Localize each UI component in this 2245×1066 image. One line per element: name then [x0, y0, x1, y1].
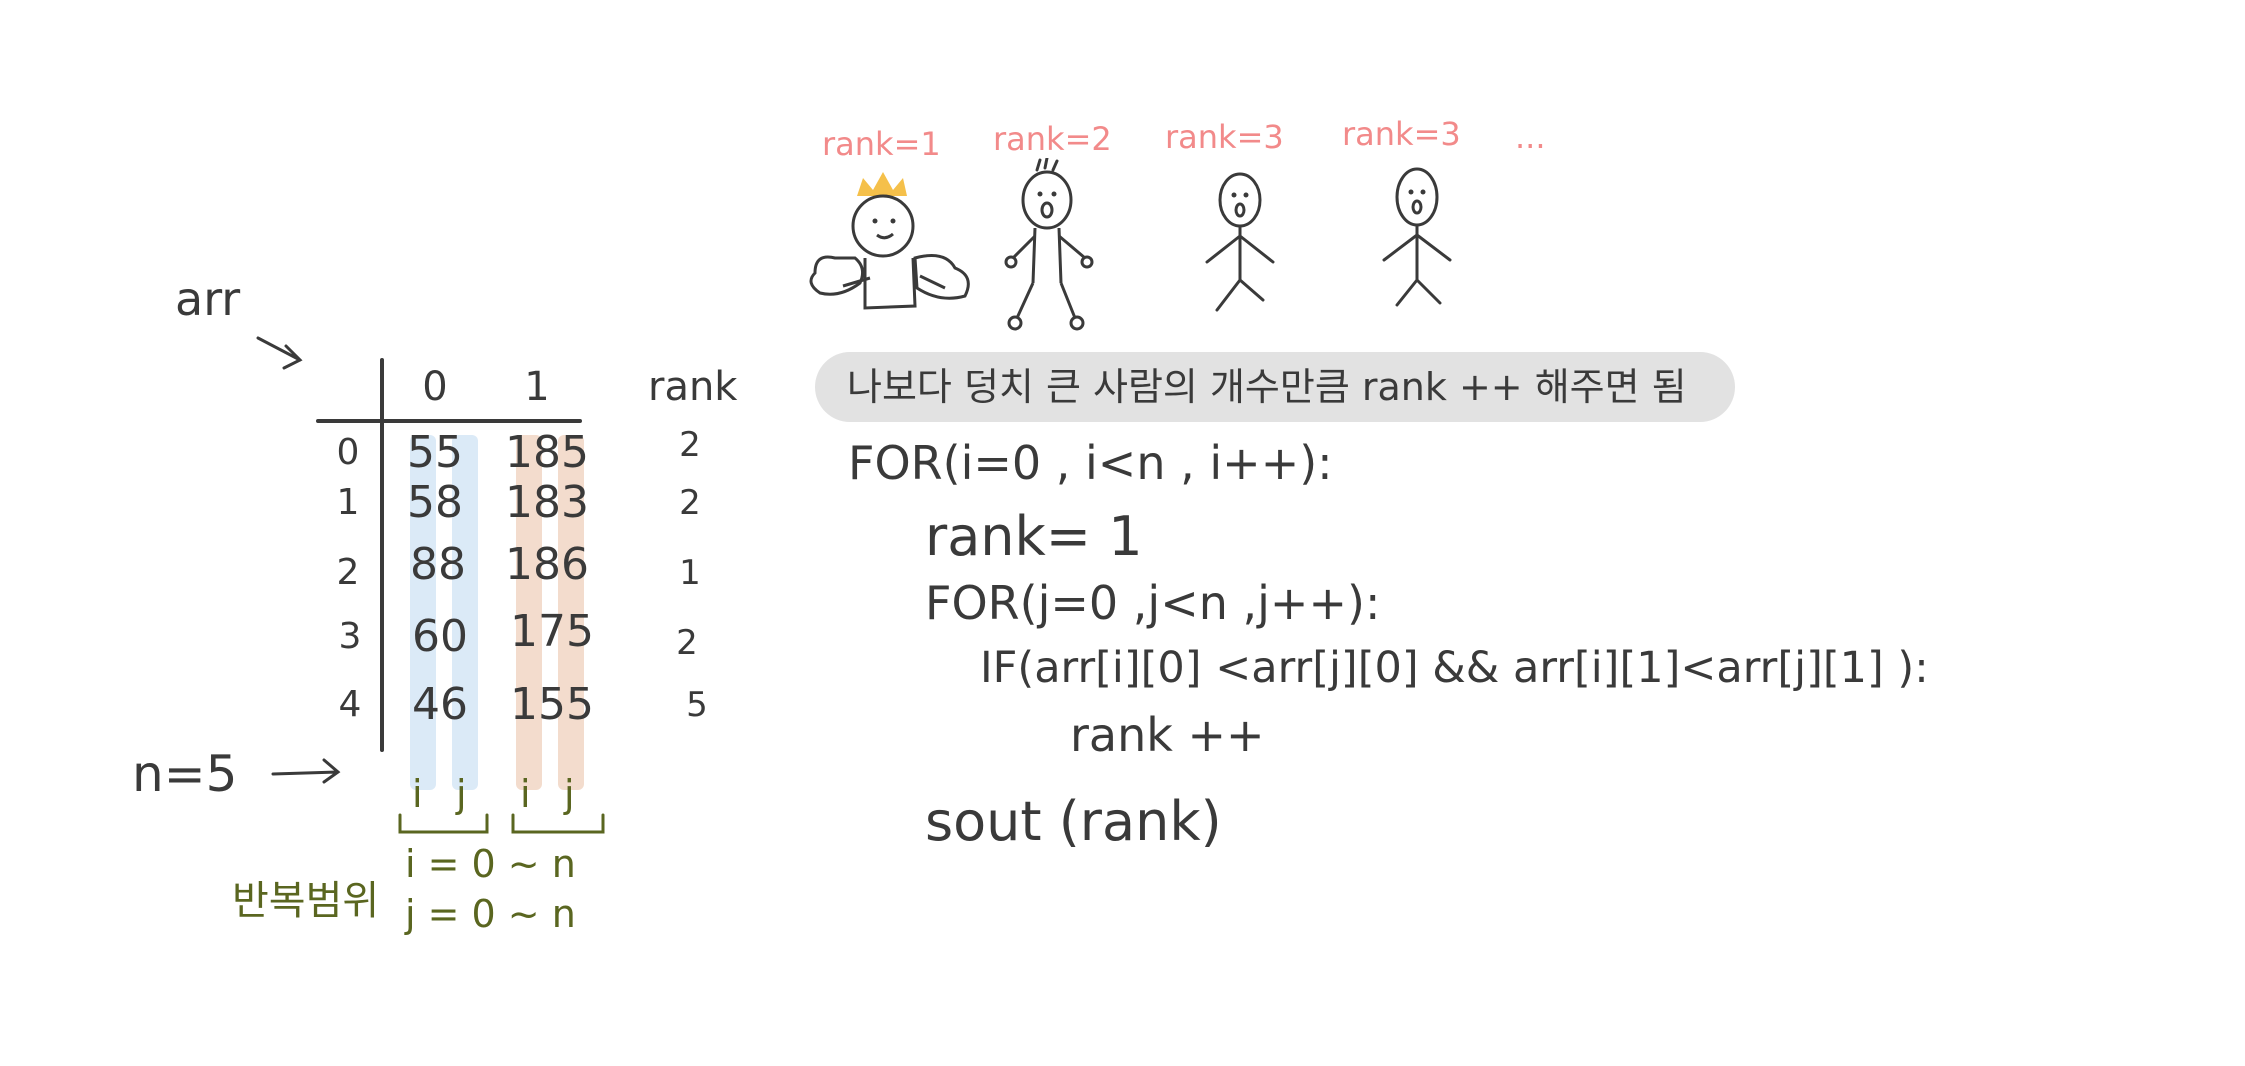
rank-label-3b: rank=3 — [1342, 115, 1461, 153]
mark-i-height: i — [520, 772, 531, 816]
rank-label-2: rank=2 — [993, 120, 1112, 158]
cell-weight: 58 — [407, 477, 463, 528]
col-i-highlight-height — [516, 435, 542, 790]
arr-arrow — [256, 336, 303, 370]
cell-weight: 46 — [412, 679, 468, 730]
cell-rank: 2 — [679, 425, 701, 465]
col-header-1: 1 — [524, 364, 550, 410]
j-range: j = 0 ~ n — [405, 892, 576, 936]
mark-i-weight: i — [412, 772, 423, 816]
stick-figure-icon — [1382, 167, 1452, 307]
col-header-0: 0 — [422, 364, 448, 410]
cell-height: 155 — [510, 679, 594, 730]
cell-weight: 88 — [410, 539, 466, 590]
hint-banner: 나보다 덩치 큰 사람의 개수만큼 rank ++ 해주면 됨 — [815, 352, 1735, 422]
rank-header: rank — [648, 364, 738, 410]
king-figure-icon — [809, 172, 970, 310]
loop-range-label: 반복범위 — [232, 878, 380, 924]
rank-label-3a: rank=3 — [1165, 118, 1284, 156]
row-index: 1 — [336, 482, 360, 523]
row-index: 0 — [336, 432, 360, 473]
col-j-highlight-height — [558, 435, 584, 790]
cell-height: 185 — [505, 427, 589, 478]
cell-weight: 60 — [412, 611, 468, 662]
col-i-highlight-weight — [410, 435, 436, 790]
arr-label: arr — [175, 272, 241, 326]
row-index: 2 — [336, 552, 360, 593]
shocked-figure-icon — [1004, 158, 1094, 331]
n-label: n=5 — [132, 745, 238, 803]
mark-j-weight: j — [456, 772, 467, 816]
code-line-rank-init: rank= 1 — [925, 505, 1143, 568]
i-range: i = 0 ~ n — [405, 842, 576, 886]
code-line-inner-for: FOR(j=0 ,j<n ,j++): — [925, 576, 1381, 630]
ij-brackets — [398, 813, 605, 834]
cell-weight: 55 — [407, 427, 463, 478]
cell-rank: 2 — [679, 483, 701, 523]
cell-rank: 2 — [676, 623, 698, 663]
cell-height: 186 — [505, 539, 589, 590]
cell-height: 175 — [510, 606, 594, 657]
cell-height: 183 — [505, 477, 589, 528]
col-j-highlight-weight — [452, 435, 478, 790]
ellipsis: ... — [1515, 118, 1546, 156]
mark-j-height: j — [564, 772, 575, 816]
code-line-outer-for: FOR(i=0 , i<n , i++): — [848, 436, 1333, 490]
n-arrow — [271, 758, 341, 784]
row-index: 3 — [338, 616, 362, 657]
table-axes — [316, 358, 582, 752]
code-line-if: IF(arr[i][0] <arr[j][0] && arr[i][1]<arr… — [980, 643, 1929, 693]
rank-label-1: rank=1 — [822, 125, 941, 163]
row-index: 4 — [338, 684, 362, 725]
cell-rank: 5 — [686, 685, 708, 725]
cell-rank: 1 — [679, 553, 701, 593]
code-line-print: sout (rank) — [925, 790, 1222, 853]
code-line-rank-increment: rank ++ — [1070, 708, 1265, 762]
stick-figure-icon — [1205, 172, 1275, 312]
